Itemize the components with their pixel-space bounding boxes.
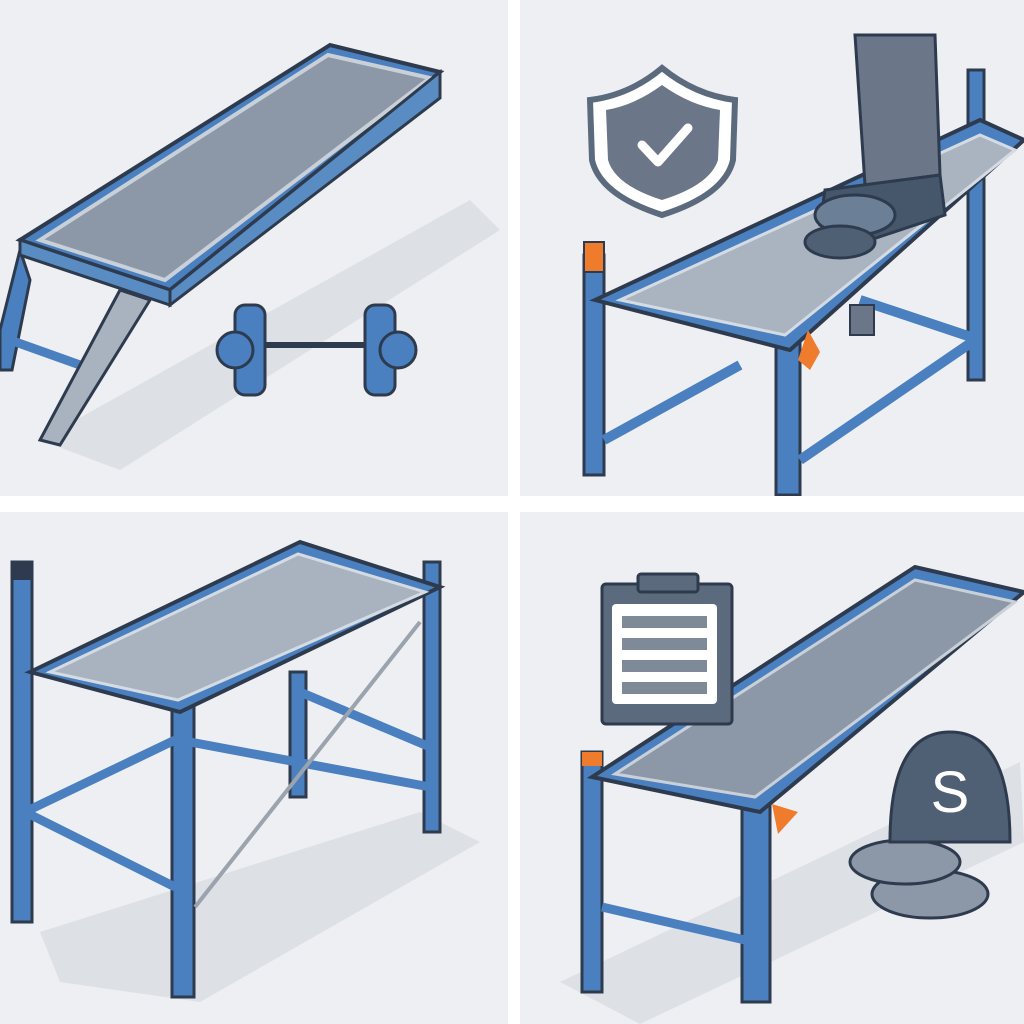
shadow	[40, 812, 480, 1002]
shield-check-icon	[586, 64, 739, 219]
cap-letter: S	[931, 760, 970, 825]
seat-backrest-icon	[803, 33, 947, 260]
bench-legs	[0, 244, 153, 447]
cap-icon: S	[848, 730, 1012, 920]
dumbbell-icon	[215, 303, 418, 397]
bench-frame	[580, 564, 1024, 1004]
panel-folding-bench-dumbbell	[0, 0, 508, 496]
bench-frame	[10, 539, 446, 999]
shadow	[40, 200, 500, 470]
panel-bench-shield-seat	[520, 0, 1024, 496]
panel-tall-bench-frame	[0, 512, 508, 1024]
panel-bench-clipboard-cap: S	[520, 512, 1024, 1024]
bench-deck	[15, 42, 445, 309]
clipboard-icon	[600, 572, 734, 726]
